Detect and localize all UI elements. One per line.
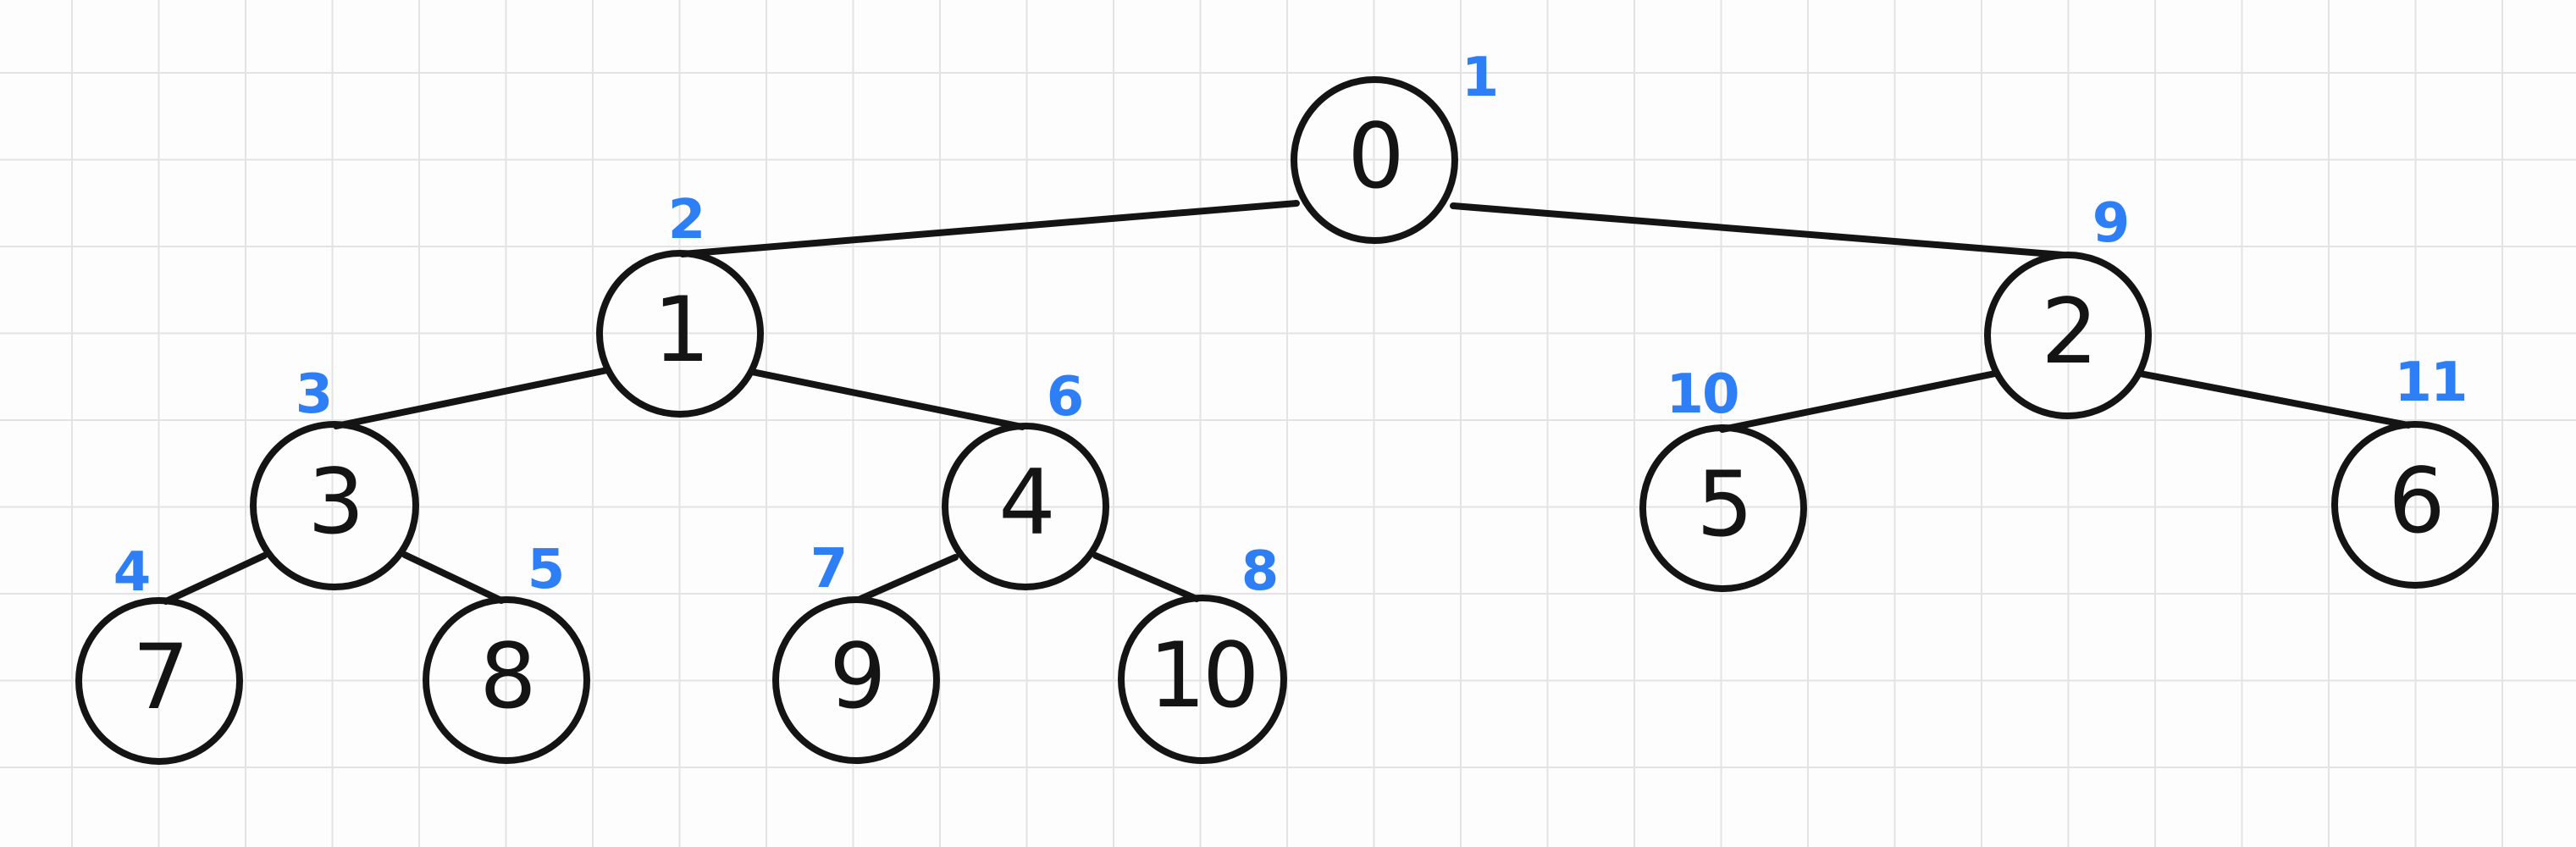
visit-order-label-node-5: 10 (1666, 363, 1739, 426)
node-value-4: 4 (998, 450, 1055, 555)
tree-node-circle-6 (2331, 421, 2499, 589)
node-value-5: 5 (1696, 451, 1753, 556)
tree-edge-0-2 (1450, 202, 2066, 258)
tree-edge-4-9 (855, 554, 959, 603)
tree-node-circle-2 (1984, 252, 2152, 419)
node-value-2: 2 (2041, 279, 2098, 384)
visit-order-label-node-0: 1 (1461, 47, 1500, 109)
tree-edge-3-7 (163, 552, 268, 605)
node-value-6: 6 (2388, 448, 2445, 553)
visit-order-label-node-3: 3 (295, 363, 334, 426)
tree-node-circle-7 (75, 597, 243, 765)
tree-edge-3-8 (401, 551, 505, 604)
tree-node-circle-10 (1118, 595, 1287, 764)
tree-node-circle-5 (1639, 424, 1807, 592)
tree-node-circle-9 (772, 596, 940, 764)
tree-node-circle-8 (423, 596, 590, 764)
tree-edge-2-5 (1719, 370, 1998, 433)
visit-order-label-node-7: 4 (113, 541, 152, 604)
visit-order-label-node-8: 5 (527, 539, 566, 601)
node-value-1: 1 (653, 277, 710, 382)
tree-node-circle-0 (1291, 76, 1458, 244)
tree-edge-2-6 (2137, 370, 2412, 429)
tree-edge-1-3 (333, 367, 611, 429)
node-value-3: 3 (307, 449, 364, 554)
node-value-9: 9 (829, 623, 886, 728)
node-value-0: 0 (1347, 103, 1404, 208)
tree-edge-1-4 (749, 368, 1025, 430)
node-value-8: 8 (479, 623, 536, 728)
visit-order-label-node-2: 9 (2092, 192, 2131, 255)
node-value-7: 7 (132, 624, 189, 729)
tree-node-circle-4 (942, 423, 1109, 590)
tree-node-circle-1 (596, 250, 764, 418)
visit-order-label-node-10: 8 (1241, 540, 1280, 603)
visit-order-label-node-9: 7 (810, 538, 849, 601)
node-value-10: 10 (1148, 623, 1260, 728)
tree-edge-0-1 (679, 200, 1300, 257)
tree-edge-4-10 (1092, 552, 1200, 602)
visit-order-label-node-6: 11 (2394, 352, 2468, 414)
visit-order-label-node-4: 6 (1046, 366, 1085, 429)
visit-order-label-node-1: 2 (667, 189, 706, 252)
tree-node-circle-3 (250, 421, 419, 590)
